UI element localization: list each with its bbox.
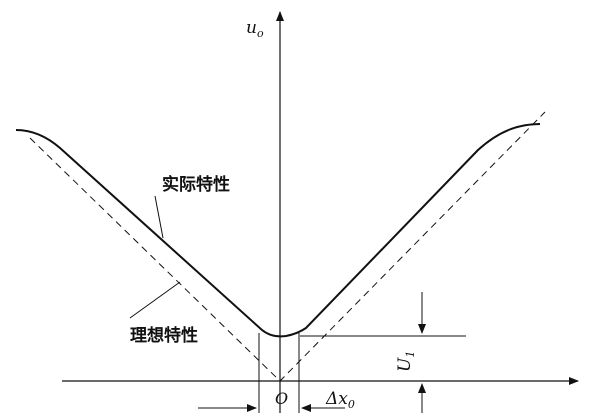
svg-text:U1: U1 xyxy=(395,351,417,372)
actual-label-leader xyxy=(154,195,164,239)
y-axis-label: uo xyxy=(246,18,264,40)
ideal-characteristic-curve xyxy=(29,111,546,382)
actual-characteristic-label: 实际特性 xyxy=(162,174,230,195)
actual-characteristic-curve xyxy=(15,123,541,338)
deadband-label: Δx0 xyxy=(325,389,355,411)
ideal-label-leader xyxy=(129,281,181,319)
origin-label: O xyxy=(275,389,288,408)
u1-label: U1 xyxy=(395,351,417,372)
ideal-characteristic-label: 理想特性 xyxy=(130,325,198,346)
